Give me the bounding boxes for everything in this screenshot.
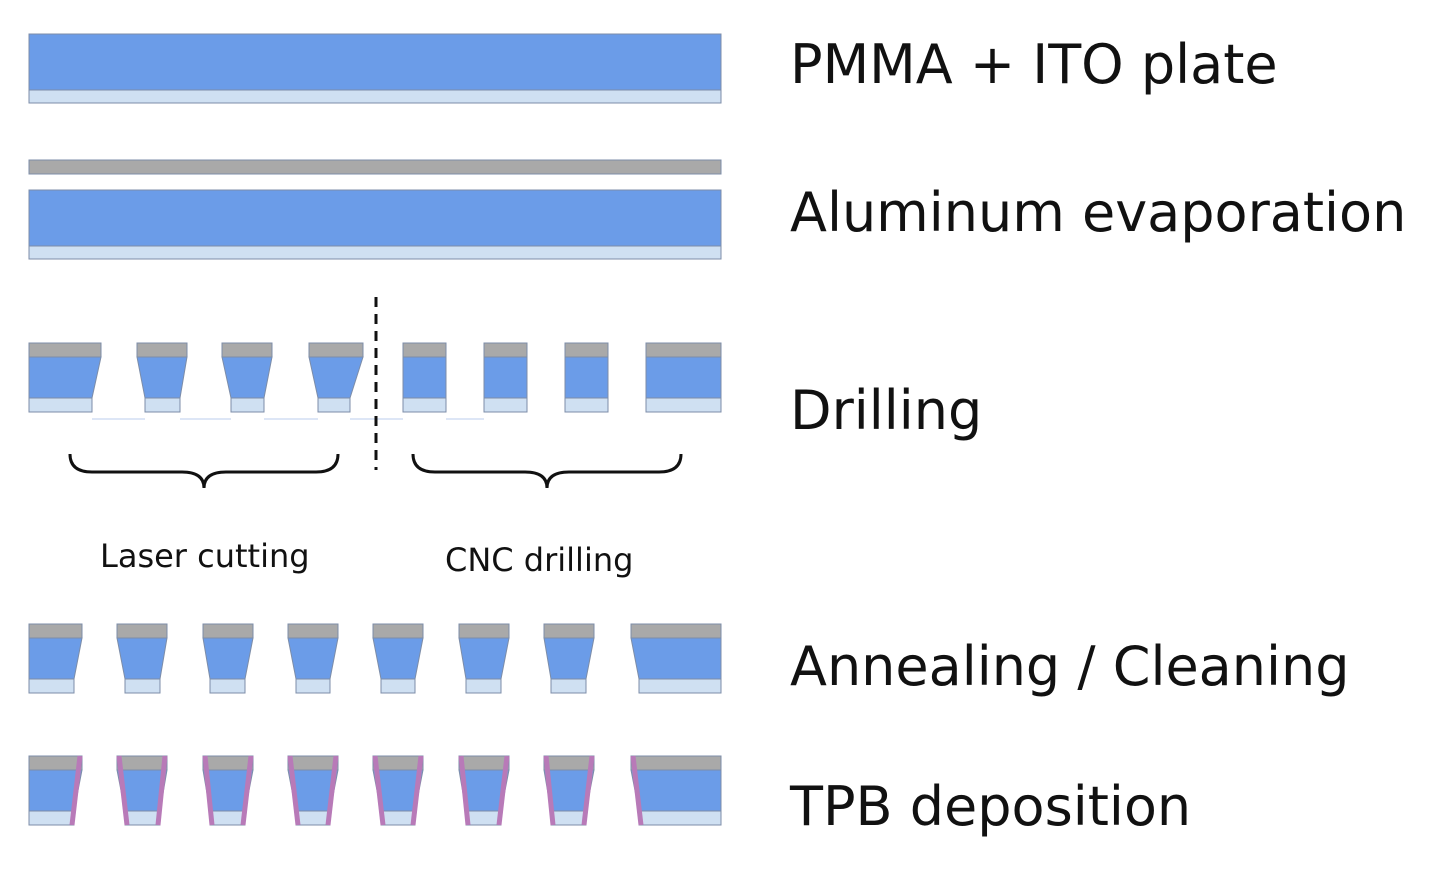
tpb-coating-right-7 (581, 755, 595, 826)
annealing-ito-segment-8 (638, 678, 722, 694)
drilling-pmma-segment-3 (221, 356, 273, 399)
annealing-pmma-segment-8 (630, 637, 722, 680)
drilling-aluminum-segment-6 (483, 342, 528, 358)
annealing-aluminum-segment-7 (543, 623, 595, 639)
tpb-aluminum-segment-7 (543, 755, 595, 771)
cnc-drilling-brace (411, 453, 683, 489)
tpb-coating-left-6 (458, 755, 471, 826)
drilling-aluminum-segment-5 (402, 342, 447, 358)
drilling-aluminum-segment-8 (645, 342, 722, 358)
annealing-ito-segment-3 (209, 678, 246, 694)
annealing-aluminum-segment-2 (116, 623, 168, 639)
tpb-ito-segment-2 (124, 810, 161, 826)
step-label-pmma-ito-plate: PMMA + ITO plate (790, 33, 1278, 96)
step-label-annealing-cleaning: Annealing / Cleaning (790, 635, 1350, 698)
tpb-ito-segment-3 (209, 810, 246, 826)
annealing-pmma-segment-4 (287, 637, 339, 680)
annealing-pmma-segment-6 (458, 637, 510, 680)
step-label-drilling: Drilling (790, 379, 983, 442)
annealing-aluminum-segment-4 (287, 623, 339, 639)
tpb-ito-segment-8 (638, 810, 722, 826)
drilling-pmma-segment-6 (483, 356, 528, 399)
annealing-aluminum-segment-3 (202, 623, 254, 639)
tpb-coating-left-8 (630, 755, 644, 826)
tpb-coating-right-3 (240, 755, 254, 826)
annealing-pmma-segment-3 (202, 637, 254, 680)
drilling-ito-segment-7 (564, 397, 609, 413)
tpb-coating-left-3 (202, 755, 215, 826)
annealing-ito-segment-7 (550, 678, 587, 694)
tpb-ito-segment-1 (28, 810, 75, 826)
pmma-layer (28, 33, 722, 91)
aluminum-layer (28, 159, 722, 175)
tpb-aluminum-segment-1 (28, 755, 83, 771)
tpb-coating-right-1 (69, 755, 83, 826)
drilling-ito-segment-5 (402, 397, 447, 413)
annealing-aluminum-segment-8 (630, 623, 722, 639)
annealing-aluminum-segment-6 (458, 623, 510, 639)
tpb-coating-right-4 (325, 755, 339, 826)
annealing-pmma-segment-5 (372, 637, 424, 680)
tpb-coating-right-5 (410, 755, 424, 826)
tpb-aluminum-segment-8 (630, 755, 722, 771)
drilling-ito-segment-8 (645, 397, 722, 413)
tpb-aluminum-segment-4 (287, 755, 339, 771)
ito-layer (28, 89, 722, 104)
drilling-ito-segment-2 (144, 397, 181, 413)
tpb-aluminum-segment-6 (458, 755, 510, 771)
drilling-ito-segment-1 (28, 397, 93, 413)
cnc-drilling-label: CNC drilling (445, 541, 634, 579)
annealing-pmma-segment-1 (28, 637, 83, 680)
drilling-ito-segment-6 (483, 397, 528, 413)
tpb-ito-segment-5 (380, 810, 416, 826)
drilling-pmma-segment-4 (308, 356, 364, 399)
annealing-ito-segment-4 (295, 678, 331, 694)
annealing-pmma-segment-7 (543, 637, 595, 680)
annealing-ito-segment-2 (124, 678, 161, 694)
tpb-coating-left-5 (372, 755, 386, 826)
tpb-aluminum-segment-3 (202, 755, 254, 771)
tpb-aluminum-segment-5 (372, 755, 424, 771)
drilling-pmma-segment-5 (402, 356, 447, 399)
tpb-coating-left-7 (543, 755, 556, 826)
annealing-aluminum-segment-1 (28, 623, 83, 639)
laser-cutting-label: Laser cutting (100, 537, 310, 575)
annealing-ito-segment-1 (28, 678, 75, 694)
drilling-pmma-segment-1 (28, 356, 102, 399)
drilling-pmma-segment-7 (564, 356, 609, 399)
annealing-aluminum-segment-5 (372, 623, 424, 639)
tpb-coating-right-6 (496, 755, 510, 826)
laser-cutting-brace (68, 453, 340, 489)
tpb-pmma-segment-8 (630, 769, 722, 812)
drilling-ito-segment-3 (230, 397, 265, 413)
tpb-ito-segment-6 (465, 810, 502, 826)
drilling-aluminum-segment-2 (136, 342, 188, 358)
drilling-aluminum-segment-3 (221, 342, 273, 358)
ito-layer (28, 245, 722, 260)
drilling-aluminum-segment-4 (308, 342, 364, 358)
step-label-aluminum-evaporation: Aluminum evaporation (790, 181, 1407, 244)
tpb-coating-left-2 (116, 755, 130, 826)
drilling-aluminum-segment-1 (28, 342, 102, 358)
tpb-coating-right-2 (155, 755, 168, 826)
tpb-ito-segment-4 (295, 810, 331, 826)
drilling-ito-segment-4 (317, 397, 351, 413)
drilling-pmma-segment-8 (645, 356, 722, 399)
tpb-ito-segment-7 (550, 810, 587, 826)
pmma-layer (28, 189, 722, 247)
drilling-aluminum-segment-7 (564, 342, 609, 358)
tpb-aluminum-segment-2 (116, 755, 168, 771)
annealing-ito-segment-5 (380, 678, 416, 694)
tpb-coating-left-4 (287, 755, 301, 826)
drilling-pmma-segment-2 (136, 356, 188, 399)
step-label-tpb-deposition: TPB deposition (790, 775, 1192, 838)
annealing-pmma-segment-2 (116, 637, 168, 680)
annealing-ito-segment-6 (465, 678, 502, 694)
